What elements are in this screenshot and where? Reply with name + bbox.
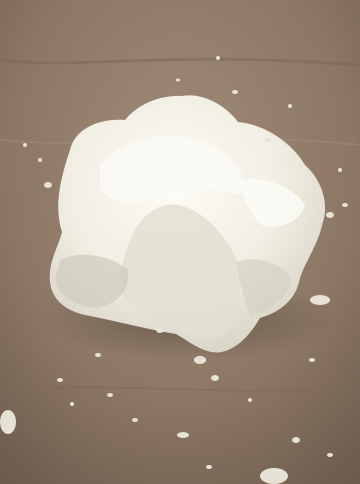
powder-highlight [100,136,243,202]
powder-highlight [240,178,305,227]
powder-shadow-fold [236,259,292,316]
powder-crumbs [0,56,348,484]
powder-shadow-fold [55,254,129,308]
paper-crease [0,384,360,392]
powder-front-face [121,204,241,340]
paper-crease [0,57,360,67]
